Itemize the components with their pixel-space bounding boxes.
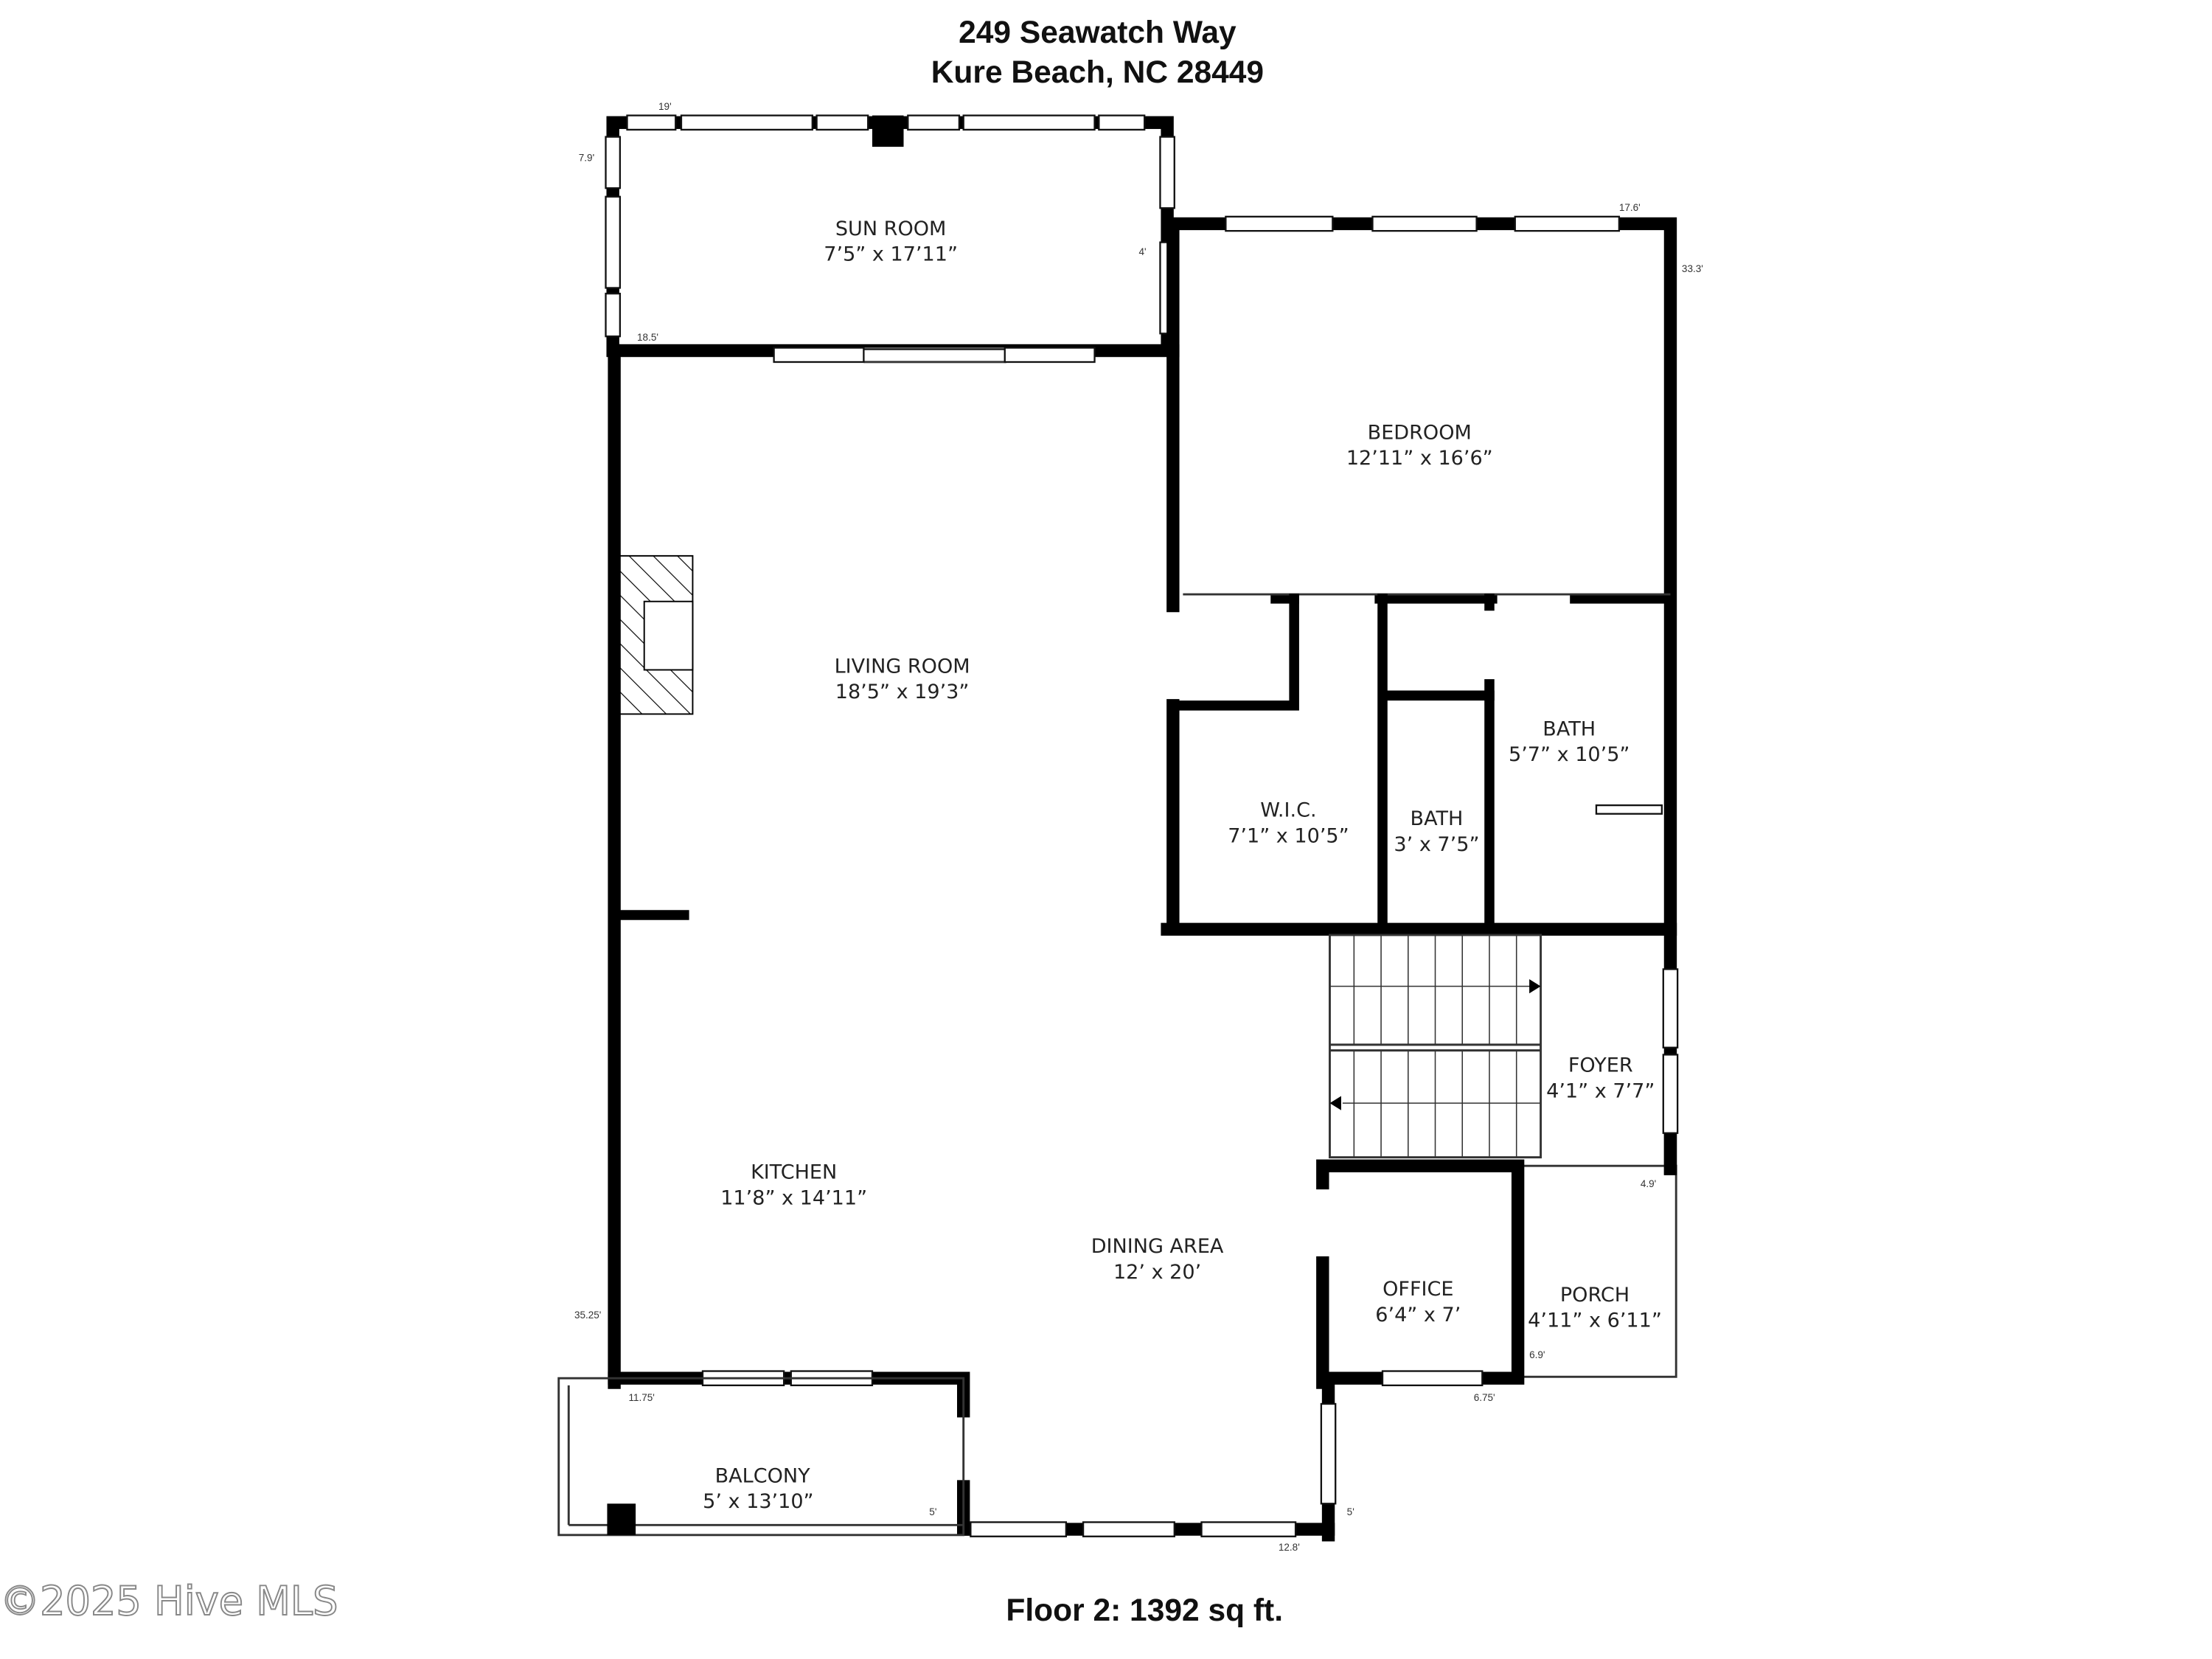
dimension-label: 4.9': [1641, 1178, 1656, 1189]
room-name: BALCONY: [715, 1464, 811, 1487]
address-line-1: 249 Seawatch Way: [959, 15, 1237, 50]
arrow-down-icon: [1329, 1096, 1341, 1110]
dimension-label: 6.9': [1529, 1349, 1545, 1360]
dimension-label: 35.25': [574, 1310, 601, 1321]
dimension-label: 7.9': [579, 152, 594, 163]
staircase: [1329, 933, 1543, 1159]
dimension-labels: 19' 7.9' 4' 18.5' 17.6' 33.3' 35.25' 11.…: [574, 101, 1703, 1553]
room-name: FOYER: [1568, 1054, 1633, 1077]
dimension-label: 11.75': [628, 1392, 654, 1403]
room-name: W.I.C.: [1260, 799, 1316, 822]
room-name: BATH: [1411, 807, 1464, 830]
room-name: KITCHEN: [751, 1161, 837, 1184]
walls: [557, 114, 1679, 1542]
room-size: 4’11” x 6’11”: [1528, 1310, 1662, 1332]
room-size: 7’5” x 17’11”: [824, 243, 958, 266]
room-size: 12’11” x 16’6”: [1346, 447, 1493, 470]
dimension-label: 4': [1138, 246, 1146, 257]
room-name: LIVING ROOM: [835, 655, 970, 678]
room-size: 18’5” x 19’3”: [835, 681, 970, 703]
room-name: OFFICE: [1382, 1278, 1453, 1301]
room-size: 3’ x 7’5”: [1394, 833, 1479, 856]
dimension-label: 5': [929, 1506, 936, 1517]
sun-room-windows: [605, 114, 1175, 338]
dimension-label: 18.5': [637, 332, 658, 343]
dimension-label: 6.75': [1474, 1392, 1495, 1403]
floor-area: Floor 2: 1392 sq ft.: [1006, 1593, 1283, 1628]
room-name: PORCH: [1560, 1284, 1630, 1307]
room-labels: SUN ROOM 7’5” x 17’11” BEDROOM 12’11” x …: [703, 218, 1662, 1513]
room-name: SUN ROOM: [835, 218, 947, 240]
dimension-label: 5': [1347, 1506, 1354, 1517]
room-size: 5’ x 13’10”: [703, 1490, 813, 1513]
dimension-label: 12.8': [1279, 1542, 1300, 1553]
room-size: 5’7” x 10’5”: [1509, 743, 1630, 766]
room-name: BEDROOM: [1368, 421, 1472, 444]
room-size: 4’1” x 7’7”: [1546, 1079, 1655, 1102]
dimension-label: 17.6': [1619, 202, 1641, 213]
address-line-2: Kure Beach, NC 28449: [931, 55, 1264, 90]
room-size: 11’8” x 14’11”: [720, 1186, 867, 1209]
dimension-label: 19': [658, 101, 672, 112]
room-size: 12’ x 20’: [1113, 1261, 1201, 1284]
room-size: 6’4” x 7’: [1375, 1304, 1461, 1326]
dimension-label: 33.3': [1682, 263, 1703, 274]
fireplace: [617, 554, 694, 715]
room-name: BATH: [1543, 717, 1596, 740]
room-size: 7’1” x 10’5”: [1228, 824, 1349, 847]
arrow-up-icon: [1529, 978, 1541, 994]
watermark: ©2025 Hive MLS: [0, 1578, 338, 1624]
room-name: DINING AREA: [1091, 1235, 1224, 1258]
